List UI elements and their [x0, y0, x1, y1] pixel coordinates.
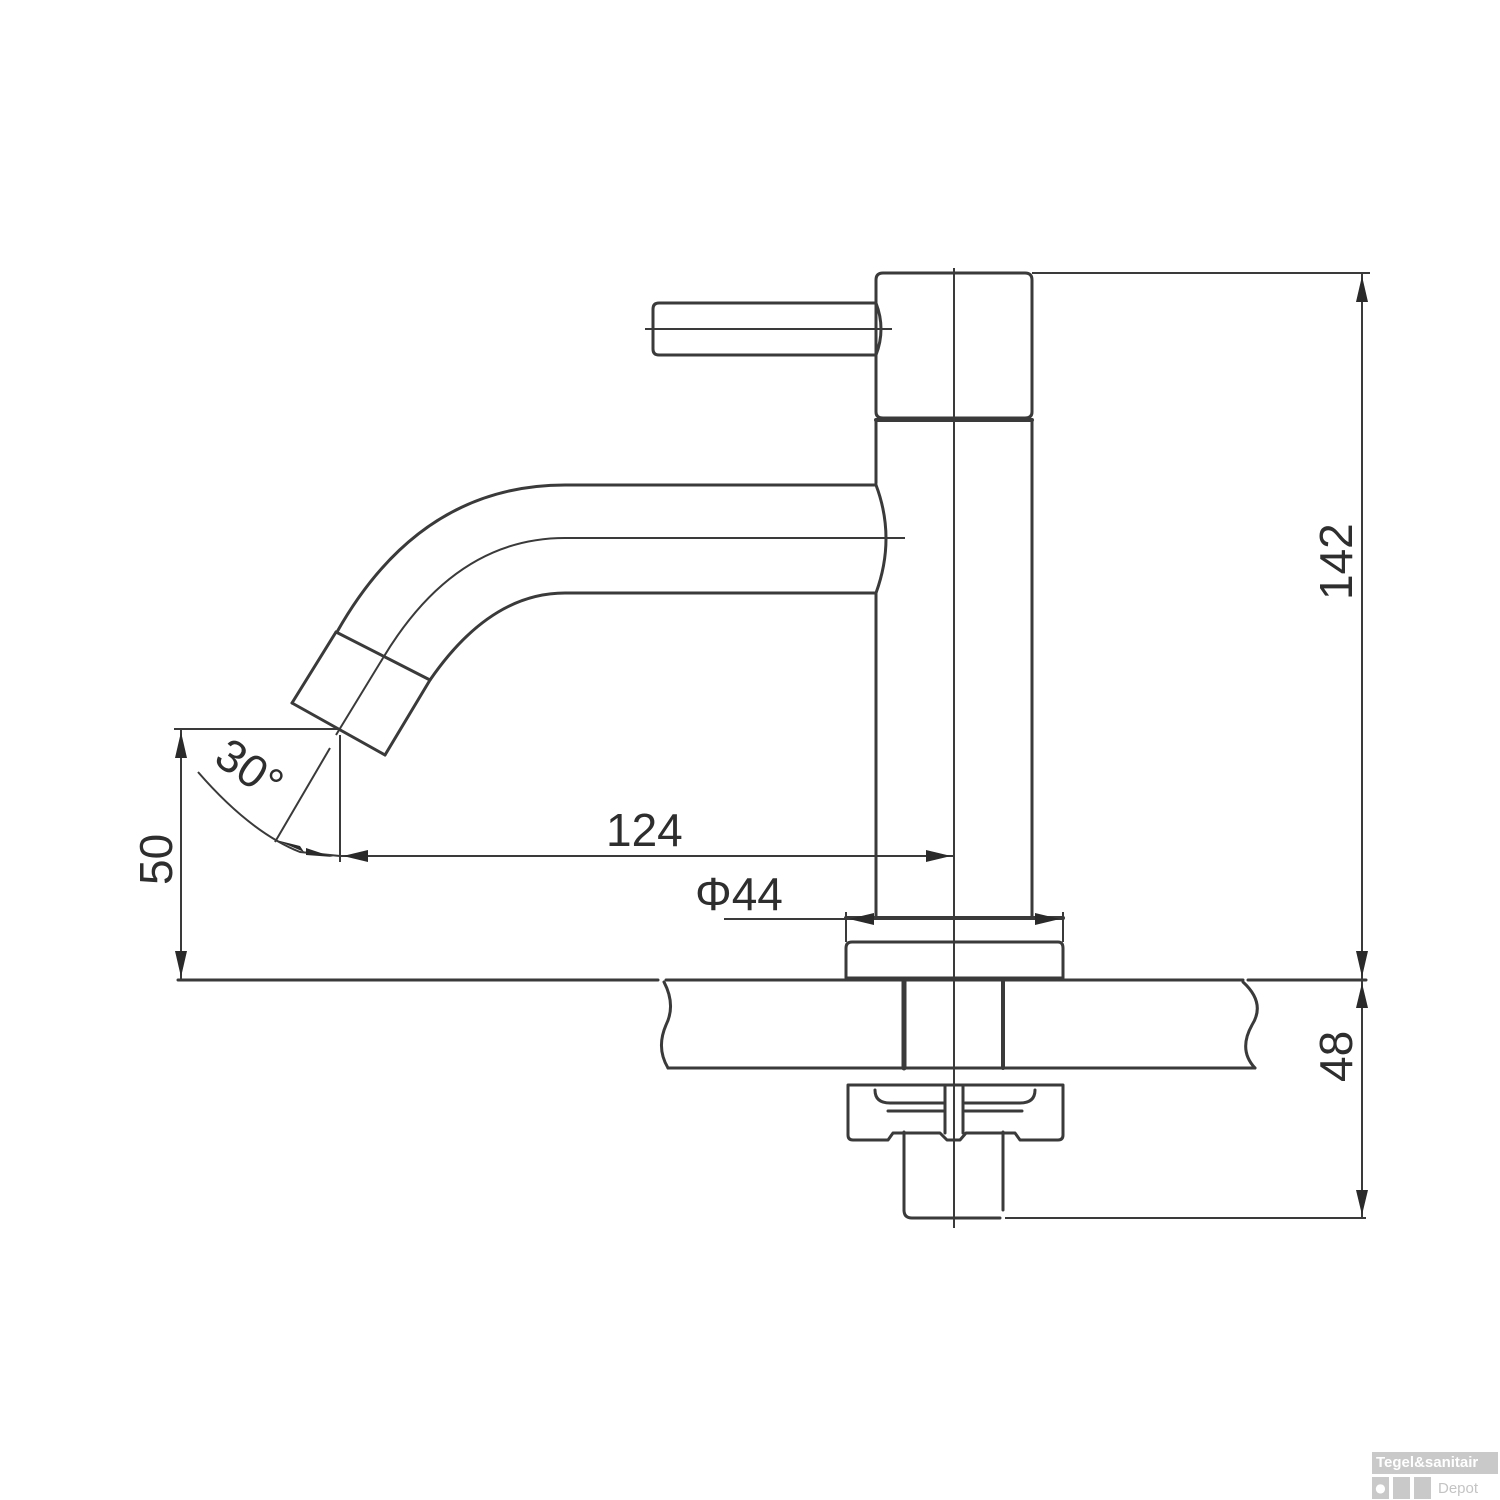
svg-text:50: 50	[130, 834, 182, 885]
svg-text:124: 124	[606, 804, 683, 856]
threaded-shank	[901, 977, 1366, 1220]
svg-text:30°: 30°	[206, 728, 293, 810]
water-drop-icon: ●	[1372, 1477, 1389, 1499]
dimension-50: 50	[130, 728, 340, 980]
countertop-section	[176, 978, 1368, 1070]
watermark-depot: Depot	[1438, 1479, 1479, 1497]
svg-text:142: 142	[1310, 523, 1362, 600]
watermark-logo: Tegel&sanitair ● Depot	[1372, 1452, 1500, 1499]
dimension-124: 124	[339, 735, 954, 862]
lever-handle	[645, 301, 892, 357]
tap-body-column	[874, 418, 1034, 920]
dimension-diameter-44: Φ44	[695, 868, 1064, 942]
dimension-142: 142	[1032, 272, 1370, 980]
watermark-brand: Tegel&sanitair	[1372, 1452, 1498, 1474]
spout	[290, 483, 905, 757]
svg-text:Φ44: Φ44	[695, 868, 783, 920]
dimension-48: 48	[1310, 980, 1368, 1218]
tile-square-icon	[1393, 1477, 1410, 1499]
tile-square-icon	[1414, 1477, 1431, 1499]
svg-text:48: 48	[1310, 1031, 1362, 1082]
mounting-nut	[846, 1083, 1065, 1142]
dimension-30-degree: 30°	[197, 728, 341, 857]
